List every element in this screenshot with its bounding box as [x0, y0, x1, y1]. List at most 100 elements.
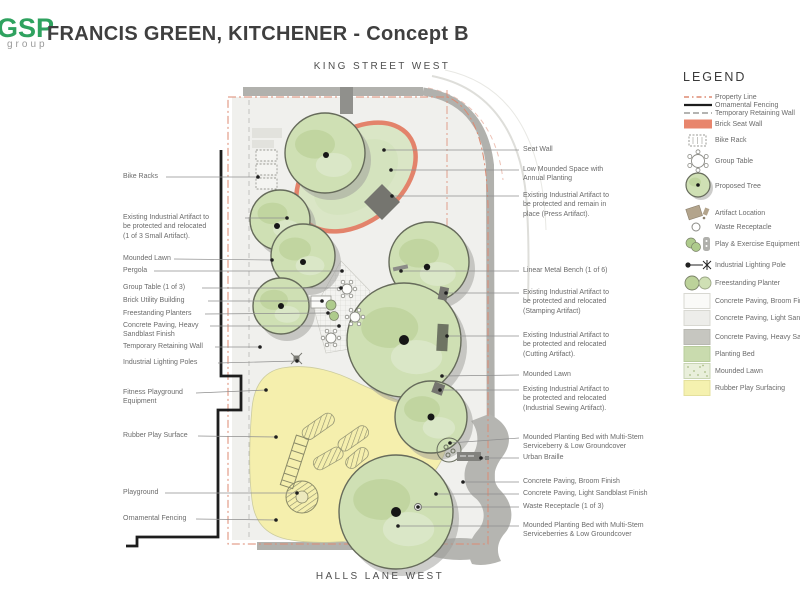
- legend-label: Bike Rack: [715, 136, 747, 144]
- callout-text-line: be protected and relocated: [523, 298, 607, 306]
- callout-right-10: Concrete Paving, Broom Finish: [523, 477, 678, 486]
- play-equipment: [301, 412, 369, 471]
- callout-text-line: Group Table (1 of 3): [123, 284, 186, 291]
- swatch-planting-icon: [683, 346, 715, 362]
- bike-rack-icon: [683, 133, 715, 148]
- leader-dot: [440, 374, 444, 378]
- group-table-icon: [683, 149, 715, 173]
- callout-text-line: Concrete Paving, Heavy: [123, 322, 199, 329]
- legend-label: Proposed Tree: [715, 182, 761, 190]
- logo-subtext: group: [7, 39, 48, 50]
- logo-text: GSP: [0, 13, 55, 43]
- callout-right-3: Linear Metal Bench (1 of 6): [523, 266, 678, 275]
- callout-text-line: Bike Racks: [123, 173, 159, 180]
- legend-item-swatch-broom: Concrete Paving, Broom Finish: [683, 287, 800, 315]
- leader-dot: [274, 435, 278, 439]
- group-table: [344, 307, 366, 327]
- callout-left-5: Brick Utility Building: [123, 296, 253, 305]
- callout-text-line: Existing Industrial Artifact to: [523, 386, 609, 393]
- leader-dot: [479, 456, 483, 460]
- legend-label: Industrial Lighting Pole: [715, 261, 786, 269]
- legend-label: Concrete Paving, Heavy Sandblast Finish: [715, 333, 800, 341]
- property-line-icon: [683, 92, 715, 102]
- swatch-lawn-icon: [683, 363, 715, 379]
- callout-text-line: Rubber Play Surface: [123, 432, 188, 439]
- callout-text-line: Playground: [123, 489, 159, 496]
- right-curb: [422, 87, 495, 541]
- legend-item-tree: Proposed Tree: [683, 172, 761, 200]
- callout-text-line: be protected and remain in: [523, 201, 607, 209]
- callout-text-line: (Industrial Sewing Artifact).: [523, 404, 607, 412]
- page-title: FRANCIS GREEN, KITCHENER - Concept B: [47, 23, 469, 45]
- swatch-broom-icon: [683, 293, 715, 309]
- leader-dot: [264, 388, 268, 392]
- proposed-tree: [394, 380, 473, 460]
- leader-dot: [382, 148, 386, 152]
- paving-patch: [252, 140, 274, 148]
- legend-item-swatch-rubber: Rubber Play Surfacing: [683, 374, 785, 402]
- callout-left-0: Bike Racks: [123, 172, 253, 181]
- legend-item-swatch-light: Concrete Paving, Light Sandblast Finish: [683, 304, 800, 332]
- legend-item-bike-rack: Bike Rack: [683, 126, 747, 154]
- callout-text-line: Serviceberries & Low Groundcover: [523, 531, 632, 539]
- leader-dot: [320, 299, 324, 303]
- callout-text-line: Existing Industrial Artifact to: [523, 192, 609, 199]
- legend-item-swatch-lawn: Mounded Lawn: [683, 357, 763, 385]
- callout-text-line: Seat Wall: [523, 146, 553, 153]
- leader-dot: [270, 258, 274, 262]
- group-table: [320, 328, 342, 348]
- legend-label: Artifact Location: [715, 209, 766, 217]
- legend-item-group-table: Group Table: [683, 147, 753, 175]
- freestanding-planter: [329, 311, 339, 321]
- callout-left-11: Rubber Play Surface: [123, 431, 253, 440]
- legend-label: Ornamental Fencing: [715, 101, 779, 109]
- leader-dot: [256, 175, 260, 179]
- leader-line: [195, 389, 267, 394]
- leader-dot: [295, 491, 299, 495]
- ornamental-fence: [126, 150, 243, 548]
- linear-metal-bench: [392, 264, 409, 272]
- leader-dot: [434, 492, 438, 496]
- callout-left-13: Ornamental Fencing: [123, 514, 253, 523]
- ladder-equipment: [279, 434, 310, 490]
- callout-text-line: Concrete Paving, Light Sandblast Finish: [523, 490, 648, 497]
- gsp-logo: GSP group: [0, 15, 54, 50]
- artifact-icon: [683, 202, 715, 224]
- callout-text-line: Pergola: [123, 267, 148, 274]
- callout-text-line: Equipment: [123, 398, 157, 406]
- leader-line: [217, 360, 298, 364]
- freestanding-planter: [325, 299, 337, 311]
- callout-text-line: Freestanding Planters: [123, 310, 192, 317]
- legend-item-artifact: Artifact Location: [683, 199, 765, 227]
- leader-dot: [416, 505, 420, 509]
- leader-dot: [326, 311, 330, 315]
- callout-left-3: Pergola: [123, 266, 253, 275]
- leader-dot: [399, 269, 403, 273]
- callout-text-line: (Stamping Artifact): [523, 307, 581, 315]
- callout-text-line: be protected and relocated: [123, 223, 207, 231]
- legend-label: Temporary Retaining Wall: [715, 109, 795, 117]
- leader-dot: [444, 291, 448, 295]
- waste-icon: [683, 220, 715, 234]
- leader-dot: [448, 441, 452, 445]
- callout-text-line: Fitness Playground: [123, 389, 183, 396]
- leader-dot: [340, 269, 344, 273]
- leader-dot: [339, 286, 343, 290]
- street-curve-outer: [431, 75, 530, 301]
- legend-item-fence-line: Ornamental Fencing: [683, 91, 778, 119]
- legend-item-waste: Waste Receptacle: [683, 213, 772, 241]
- seat-wall-icon: [683, 118, 715, 130]
- callout-left-6: Freestanding Planters: [123, 309, 253, 318]
- callout-text-line: Mounded Lawn: [123, 255, 171, 262]
- callout-left-4: Group Table (1 of 3): [123, 283, 253, 292]
- serviceberry-bed: [436, 437, 462, 463]
- leader-line: [449, 437, 520, 444]
- street-curve-faint: [444, 69, 547, 231]
- legend-item-light-pole: Industrial Lighting Pole: [683, 251, 786, 279]
- leader-dot: [396, 524, 400, 528]
- street-label-halls: HALLS LANE WEST: [315, 571, 445, 582]
- tree-icon: [683, 171, 715, 201]
